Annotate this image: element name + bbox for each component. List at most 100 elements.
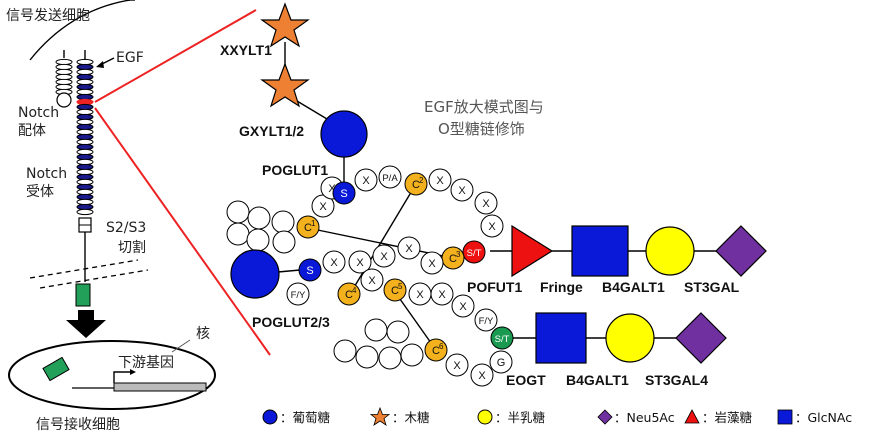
galactose-circle-upper — [645, 226, 695, 276]
legend-neu5ac-icon — [597, 409, 613, 425]
legend-glucose-icon — [262, 409, 278, 425]
legend-glcnac-icon — [777, 409, 793, 425]
chain-residue-blank — [226, 222, 250, 246]
residue-label: X — [478, 370, 486, 382]
chain-residue-blank — [247, 206, 271, 230]
downstream-gene-box — [113, 382, 207, 392]
residue-label: G — [497, 357, 506, 369]
sending-cell-label: 信号发送细胞 — [6, 8, 90, 24]
residue-label: X — [459, 301, 467, 313]
legend-glucose-label: ：葡萄糖 — [280, 410, 331, 425]
receptor-egf-coil — [76, 188, 94, 196]
link-glc2-s2 — [277, 269, 301, 273]
chain-residue-blank — [272, 230, 296, 254]
receiving-membrane-2 — [39, 269, 149, 289]
fucose-triangle — [511, 224, 554, 278]
legend: ：葡萄糖 ：木糖 ：半乳糖 ：Neu5Ac ：岩藻糖 ：GlcNAc — [262, 406, 852, 426]
chain-residue — [489, 350, 513, 374]
residue-label: X — [328, 183, 336, 195]
receptor-egf-coil — [76, 113, 94, 121]
nicd-in-nucleus — [42, 356, 70, 382]
chain-residue — [474, 308, 498, 332]
receptor-egf-coil — [76, 68, 94, 76]
residue-label: X — [453, 360, 461, 372]
chain-residue — [322, 250, 346, 274]
receptor-egf-coil — [76, 88, 94, 96]
receptor-egf-coil — [76, 138, 94, 146]
receptor-egf-coil — [76, 143, 94, 151]
receptor-egf-coil — [76, 78, 94, 86]
chain-residue — [474, 191, 498, 215]
notch-receptor-label-1: Notch — [26, 166, 67, 182]
residue-label: S — [306, 265, 313, 277]
enzyme-poglut23: POGLUT2/3 — [252, 314, 330, 330]
enzyme-fringe: Fringe — [540, 279, 583, 295]
galactose-circle-lower — [605, 313, 655, 363]
legend-xylose-icon — [369, 406, 391, 426]
chain-residue-blank — [226, 200, 250, 224]
cysteine-label: C — [432, 345, 440, 357]
chain-residue — [378, 165, 402, 189]
cleavage-label-2: 切割 — [118, 239, 146, 256]
receptor-egf-coil — [76, 203, 94, 211]
residue-label: X — [438, 289, 446, 301]
legend-glcnac-label: ：GlcNAc — [795, 410, 852, 425]
residue-label: X — [356, 257, 364, 269]
residue-label: F/Y — [479, 316, 494, 327]
legend-neu5ac-label: ：Neu5Ac — [614, 410, 675, 425]
residue-label: X — [380, 251, 388, 263]
residue-label: F/Y — [291, 290, 306, 301]
receptor-egf-coil — [76, 108, 94, 116]
chain-residue — [462, 240, 486, 264]
residue-label: X — [368, 275, 376, 287]
neu5ac-diamond-upper — [715, 225, 767, 277]
nuclear-translocation-arrow — [66, 310, 106, 338]
residue-label: X — [488, 221, 496, 233]
sending-cell-membrane — [29, 0, 131, 61]
residue-label: X — [436, 175, 444, 187]
enzyme-st3gal4: ST3GAL4 — [645, 372, 708, 388]
chain-residue — [397, 236, 421, 260]
xylose-star-inner — [260, 62, 310, 108]
receptor-egf-coil — [76, 63, 94, 71]
notch-ligand — [55, 58, 73, 96]
chain-residue — [354, 168, 378, 192]
receptor-egf-coil — [76, 118, 94, 126]
enzyme-eogt: EOGT — [506, 372, 546, 388]
ligand-egf-coil — [55, 78, 73, 86]
chain-residue — [332, 181, 356, 205]
diagram-title-line-2: O型糖链修饰 — [438, 120, 525, 138]
receptor-egf-coil — [76, 198, 94, 206]
chain-residue — [480, 214, 504, 238]
notch-ligand-label-2: 配体 — [18, 123, 46, 139]
receptor-egf-coil — [76, 178, 94, 186]
nucleus-label: 核 — [196, 326, 210, 342]
chain-residue — [445, 353, 469, 377]
ligand-egf-coil — [55, 58, 73, 66]
chain-residue-blank — [400, 343, 424, 367]
cysteine-c6 — [424, 338, 448, 362]
chain-residue-blank — [333, 339, 357, 363]
receptor-egf-coil — [76, 173, 94, 181]
cysteine-index: 6 — [439, 342, 444, 351]
receptor-egf-coil — [76, 133, 94, 141]
enzyme-gxylt: GXYLT1/2 — [239, 123, 304, 139]
notch-receptor — [76, 58, 94, 216]
cysteine-c2 — [404, 172, 428, 196]
xylose-star-terminal — [260, 2, 310, 48]
residue-label: X — [319, 201, 327, 213]
ligand-egf-coil — [55, 63, 73, 71]
chain-residue — [360, 268, 384, 292]
disulfide-c2-c4 — [349, 183, 417, 295]
notch-receptor-label-2: 受体 — [26, 184, 54, 200]
chain-residue — [420, 251, 444, 275]
receptor-egf-coil — [76, 208, 94, 216]
cysteine-label: C — [345, 289, 353, 301]
receptor-egf-coil — [76, 183, 94, 191]
chain-residue — [430, 282, 454, 306]
zoom-line-bottom — [94, 107, 271, 356]
receptor-egf-coil — [76, 83, 94, 91]
residue-label: S/T — [495, 334, 510, 345]
chain-residue-blank — [386, 320, 410, 344]
cysteine-label: C — [449, 253, 457, 265]
